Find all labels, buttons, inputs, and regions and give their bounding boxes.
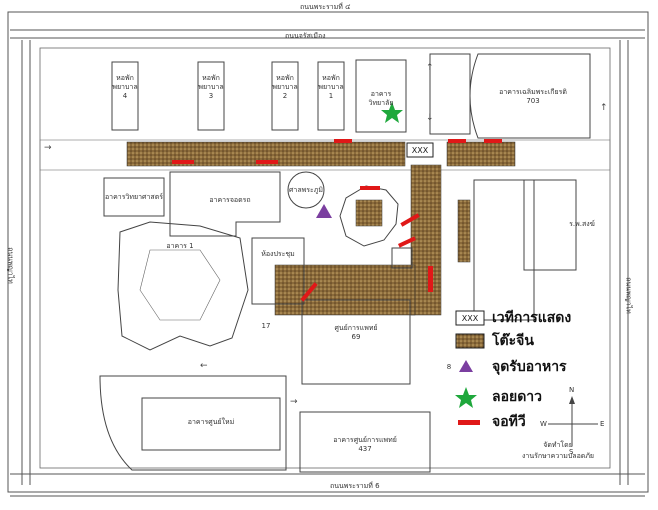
label-middle: อาคารจอดรถ: [209, 196, 251, 204]
legend-screen: จอทีวี: [486, 411, 526, 433]
road-label-left: ถนนพญาไท: [6, 247, 15, 284]
college-building: [355, 59, 407, 133]
compass-n: N: [569, 386, 575, 394]
label-new-building: อาคารศูนย์ใหม่: [187, 418, 235, 426]
building-703: [469, 53, 591, 139]
label-dorm-1: หอพัก พยาบาล 1: [318, 74, 344, 100]
legend-stage-label: เวทีการแสดง: [492, 310, 572, 326]
credit-line-1: จัดทำโดย: [543, 441, 573, 449]
flower-marker: [381, 102, 403, 123]
compass-w: W: [540, 420, 547, 428]
road-label-right: ถนนพญาไท: [624, 277, 633, 314]
svg-text:→: →: [44, 143, 52, 153]
legend-flower-label: ลอยดาว: [492, 389, 543, 405]
building-69: [301, 299, 411, 385]
road-label-bottom: ถนนพระรามที่ 6: [330, 482, 380, 490]
label-17: 17: [261, 322, 271, 330]
svg-text:↑: ↑: [600, 103, 608, 113]
svg-text:↑: ↑: [426, 63, 434, 73]
label-hospital: ร.พ.สงฆ์: [569, 220, 595, 228]
svg-text:XXX: XXX: [462, 314, 479, 323]
table-zone-lower: [274, 264, 416, 316]
svg-text:↓: ↓: [426, 113, 434, 123]
legend-stage: เวทีการแสดง: [486, 307, 571, 329]
legend-flower-icon: [455, 387, 477, 408]
legend-food-label: จุดรับอาหาร: [492, 359, 567, 375]
label-69: ศูนย์การแพทย์ 69: [334, 324, 378, 341]
credit-block: จัดทำโดย งานรักษาความปลอดภัย: [522, 440, 594, 462]
table-zone-right-small: [457, 199, 471, 263]
dorm-4-building: [111, 61, 139, 131]
label-dorm-2: หอพัก พยาบาล 2: [272, 74, 298, 100]
new-building: [141, 397, 281, 451]
legend-table: โต๊ะจีน: [486, 330, 534, 352]
table-zone-top-right: [446, 141, 516, 167]
building-1-complex: [117, 221, 249, 351]
label-703: อาคารเฉลิมพระเกียรติ 703: [499, 88, 567, 105]
legend-screen-label: จอทีวี: [492, 414, 526, 430]
svg-text:←: ←: [200, 361, 208, 371]
small-box: [391, 247, 413, 269]
legend-stage-icon: [455, 310, 485, 326]
road-label-top: ถนนพระรามที่ ๔: [300, 3, 351, 11]
parking-grid: [429, 53, 471, 135]
label-building-1: อาคาร 1: [166, 242, 194, 250]
middle-building: [169, 171, 281, 237]
legend-flower: ลอยดาว: [486, 386, 542, 408]
legend-food: จุดรับอาหาร: [486, 356, 567, 378]
compass-s: S: [569, 448, 574, 456]
compass-icon: [548, 396, 598, 446]
road-label-upper: ถนนจรัสเมือง: [285, 32, 326, 40]
label-437: อาคารศูนย์การแพทย์ 437: [333, 436, 397, 453]
legend-food-icon: [459, 360, 473, 372]
label-science: อาคารวิทยาศาสตร์: [104, 193, 164, 201]
label-meeting: ห้องประชุม: [261, 250, 295, 258]
campus-boundary: [39, 47, 611, 469]
table-zone-vertical: [410, 164, 442, 316]
label-college: อาคาร วิทยาลัย: [368, 90, 394, 107]
building-437: [299, 411, 431, 473]
food-point-marker: [316, 204, 332, 218]
label-shrine: ศาลพระภูมิ: [288, 186, 324, 194]
dorm-2-building: [271, 61, 299, 131]
legend-screen-icon: [458, 420, 480, 425]
science-building: [103, 177, 165, 217]
legend-table-label: โต๊ะจีน: [492, 333, 534, 349]
svg-text:→: →: [290, 397, 298, 407]
stage-marker: [406, 142, 434, 158]
credit-line-2: งานรักษาความปลอดภัย: [522, 452, 595, 460]
dorm-1-building: [317, 61, 345, 131]
right-building: [473, 179, 535, 321]
shrine-circle: [287, 171, 325, 209]
label-dorm-3: หอพัก พยาบาล 3: [198, 74, 224, 100]
table-zone-center: [355, 199, 383, 227]
octagon-building: [339, 185, 399, 247]
legend-table-icon: [455, 333, 485, 349]
tv-screen-markers: [172, 139, 502, 302]
label-dorm-4: หอพัก พยาบาล 4: [112, 74, 138, 100]
label-8: 8: [446, 363, 452, 371]
new-building-complex: [99, 375, 287, 471]
compass-e: E: [600, 420, 605, 428]
dorm-3-building: [197, 61, 225, 131]
meeting-room: [251, 237, 305, 305]
svg-text:XXX: XXX: [412, 146, 429, 155]
